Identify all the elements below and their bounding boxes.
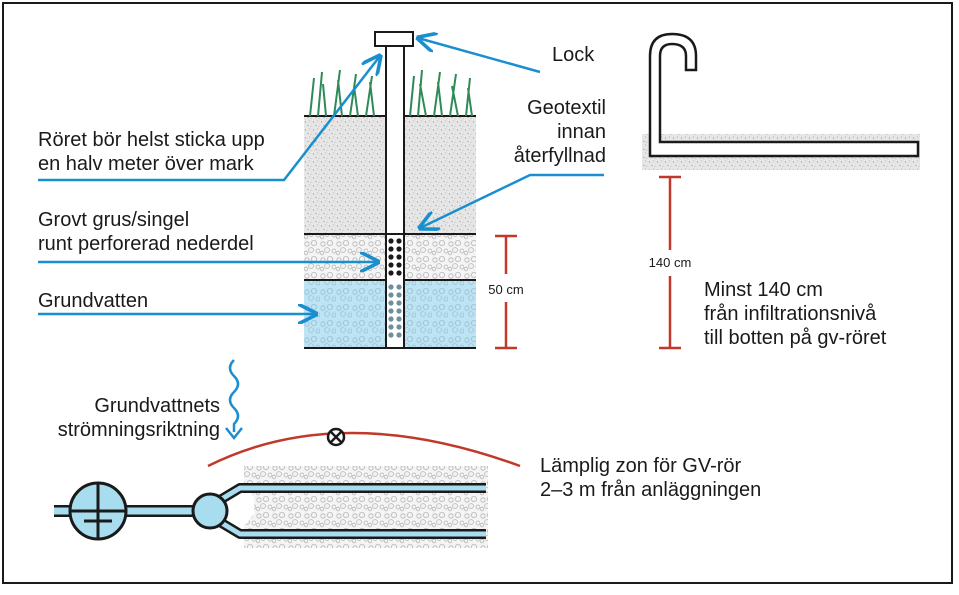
label-grundvatten: Grundvatten [38,290,149,312]
perforation-holes-submerged [388,284,402,338]
label-minst-line2: från infiltrationsnivå [704,303,877,325]
label-grus: Grovt grus/singel runt perforerad nederd… [38,208,254,256]
infiltration-bed [642,32,920,170]
label-minst-line1: Minst 140 cm [704,279,823,301]
septic-tank-icon [68,481,128,541]
label-zone-line1: Lämplig zon för GV-rör [540,455,742,477]
arrow-roret [38,56,380,182]
well-marker-icon [326,427,346,447]
label-140cm: 140 cm [648,255,692,270]
grass-icon [309,69,473,117]
label-minst: Minst 140 cm från infiltrationsnivå till… [704,278,886,350]
dimension-140cm [659,175,681,350]
label-grus-line2: runt perforerad nederdel [38,233,254,255]
label-roret: Röret bör helst sticka upp en halv meter… [38,128,265,176]
label-grus-line1: Grovt grus/singel [38,209,190,231]
label-geotextil-line2: innan [557,121,606,143]
trench-plan [54,466,488,548]
lock-cap-icon [374,31,414,47]
pointer-arrows [38,38,604,314]
label-minst-line3: till botten på gv-röret [704,327,887,349]
diagram-border [2,2,953,584]
label-geotextil-line3: återfyllnad [513,145,606,167]
label-roret-line1: Röret bör helst sticka upp [38,129,265,151]
label-50cm: 50 cm [488,282,524,297]
well-cross-section [304,31,476,349]
distribution-well-icon [191,492,229,530]
label-flow: Grundvattnets strömningsriktning [20,394,220,442]
dimension-50cm [495,234,517,350]
suitable-zone-arc [207,431,521,468]
flow-arrow-head [225,427,243,441]
label-flow-line1: Grundvattnets [94,395,220,417]
label-lock: Lock [552,44,595,66]
infiltration-pipe-icon [648,32,920,158]
label-zone: Lämplig zon för GV-rör 2–3 m från anlägg… [540,454,761,502]
label-geotextil: Geotextil innan återfyllnad [496,96,606,168]
perforation-holes [388,238,402,276]
label-flow-line2: strömningsriktning [57,419,220,441]
wavy-flow-arrow-icon [228,359,240,432]
arrow-geotextil [420,173,604,228]
flow-direction [225,359,243,441]
label-geotextil-line1: Geotextil [527,97,606,119]
label-roret-line2: en halv meter över mark [38,153,254,175]
label-zone-line2: 2–3 m från anläggningen [540,479,762,501]
arrow-lock [418,38,541,74]
